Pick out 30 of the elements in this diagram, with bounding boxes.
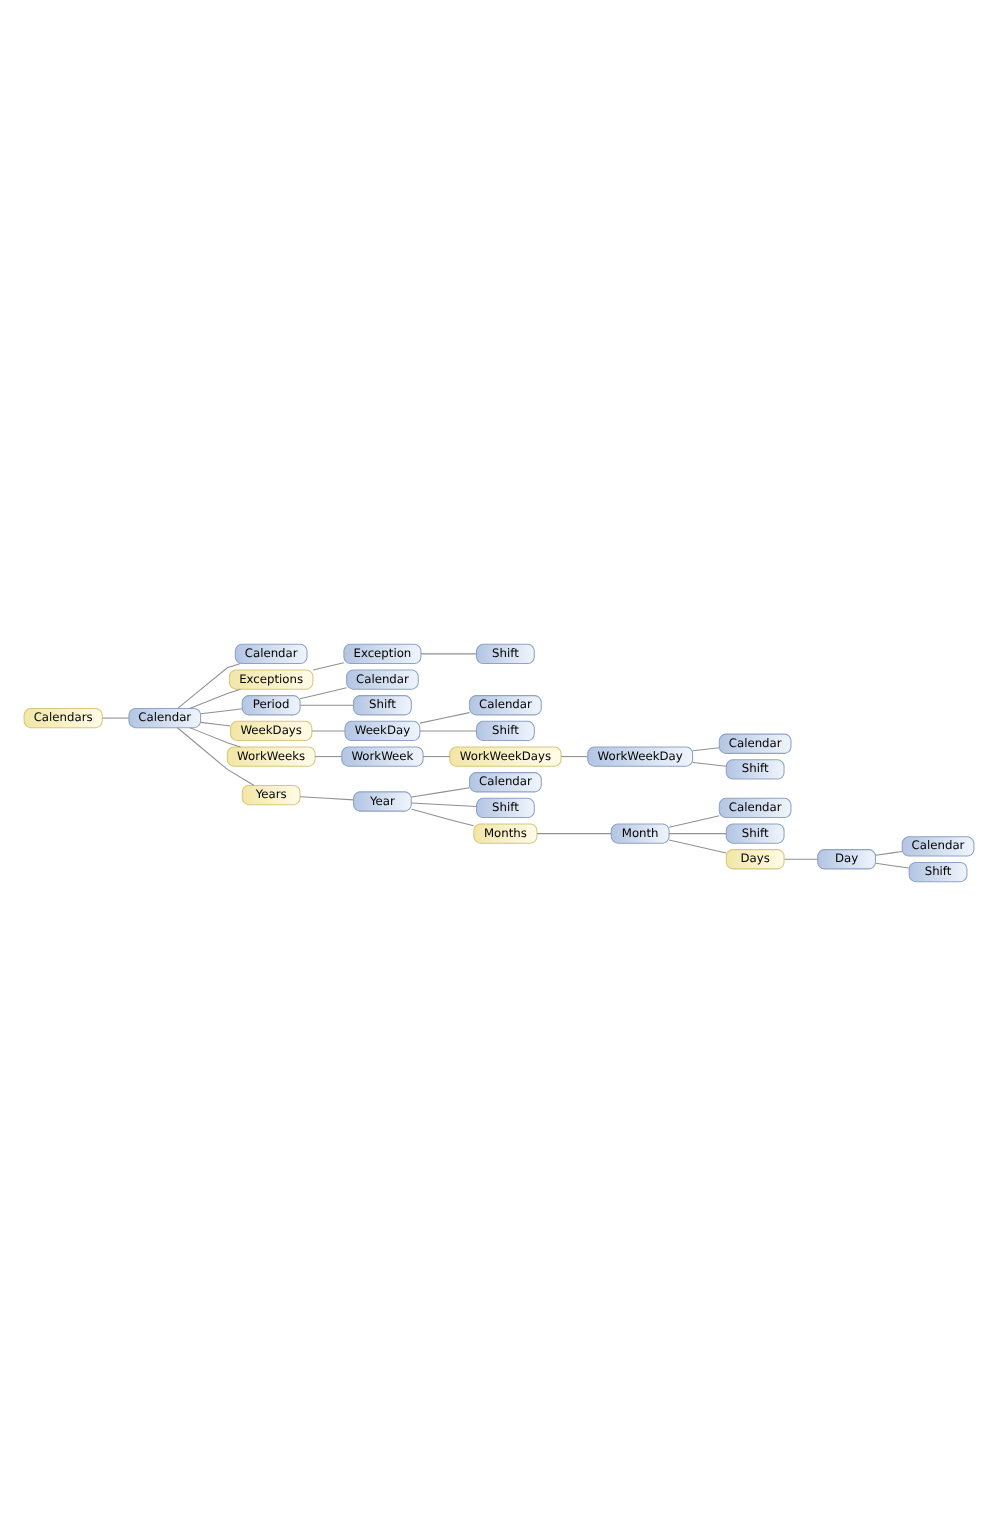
connector [536, 833, 612, 835]
connector [692, 761, 727, 767]
connector [311, 730, 346, 732]
connector [668, 839, 727, 854]
connector [419, 712, 471, 724]
connector [176, 727, 255, 786]
connector [668, 815, 720, 828]
connector [668, 833, 727, 835]
connector [189, 688, 241, 709]
connector [875, 862, 910, 869]
connector [200, 708, 243, 715]
connector [419, 730, 477, 732]
connector [101, 717, 130, 719]
connector [189, 727, 241, 748]
connector [875, 850, 903, 856]
connector [312, 662, 345, 671]
connector [411, 802, 477, 807]
connector [422, 756, 451, 758]
connector [299, 704, 354, 706]
connector [420, 653, 477, 655]
connector [314, 756, 343, 758]
connector [411, 787, 471, 798]
connector [560, 756, 589, 758]
connector [200, 721, 231, 727]
connector [299, 796, 354, 801]
connector [411, 808, 475, 827]
connector [783, 858, 818, 860]
connector [177, 663, 241, 709]
connector [299, 687, 348, 700]
connector [692, 747, 720, 752]
